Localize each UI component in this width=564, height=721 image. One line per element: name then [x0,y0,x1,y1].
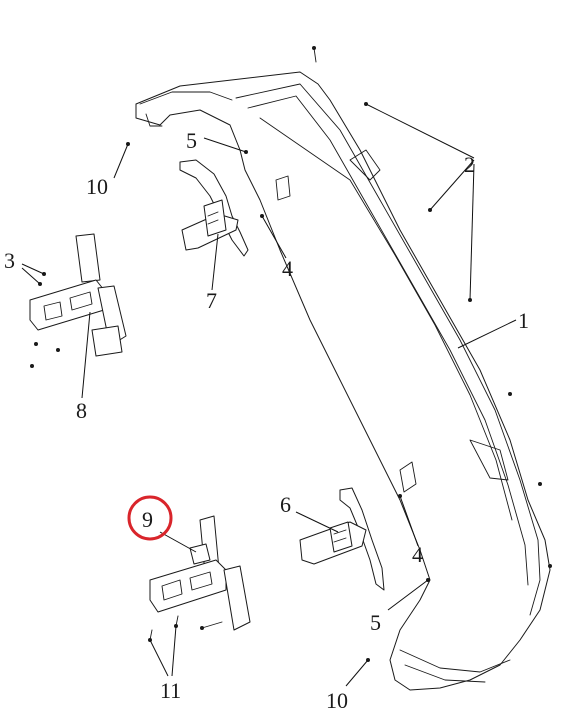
callout-9-highlight-ring [127,495,173,541]
callout-9: 9 [142,507,153,532]
callout-6: 6 [280,492,291,517]
bracket-7 [179,159,249,257]
callout-2: 2 [464,152,475,177]
callout-7: 7 [206,288,217,313]
leader-lines [21,103,517,687]
callout-8: 8 [76,398,87,423]
callout-5-upper: 5 [186,128,197,153]
callout-10-lower: 10 [326,688,348,713]
callout-10-upper: 10 [86,174,108,199]
callout-4-upper: 4 [282,256,293,281]
bracket-9 [149,515,251,631]
spoiler-panel [135,71,551,691]
bracket-6 [299,487,385,591]
bracket-8 [29,233,127,357]
callout-5-lower: 5 [370,610,381,635]
callout-3: 3 [4,248,15,273]
callout-1: 1 [518,308,529,333]
callout-4-lower: 4 [412,542,423,567]
callout-11: 11 [160,678,181,703]
